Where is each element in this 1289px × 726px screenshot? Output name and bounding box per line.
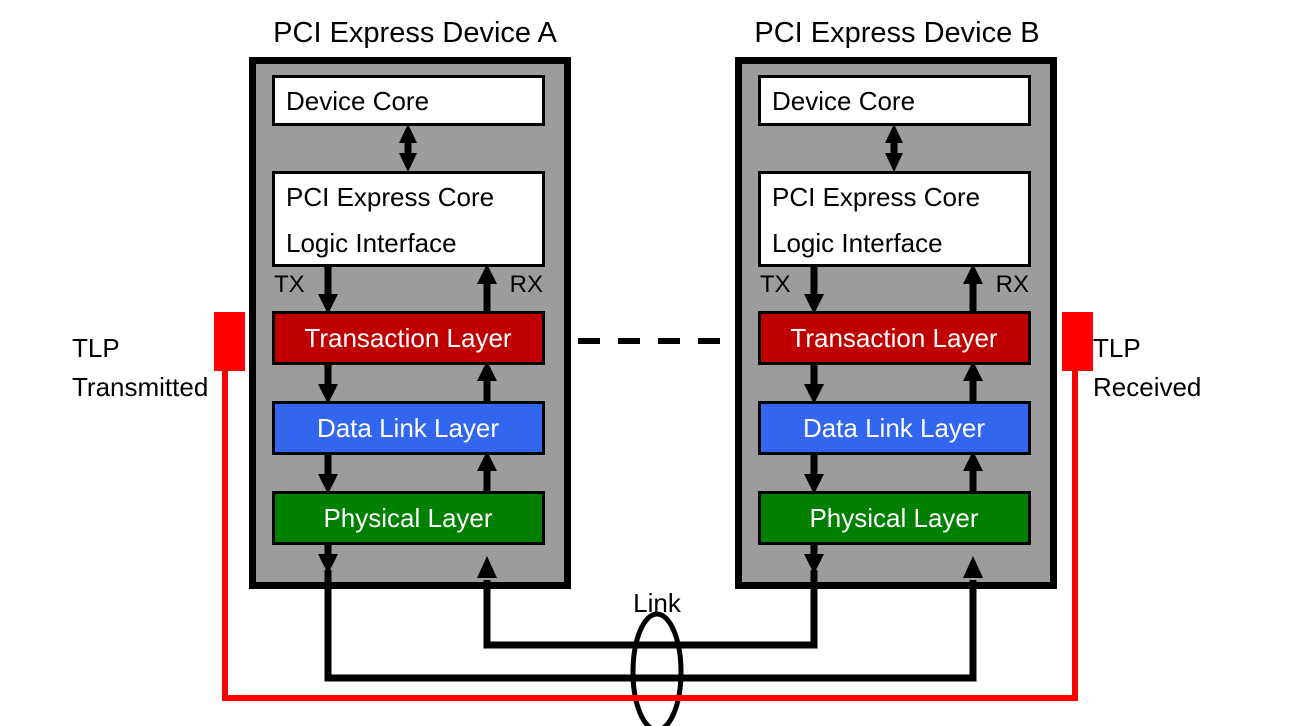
device-b-datalink-layer-box — [758, 401, 1031, 455]
device-a-physical-layer-label: Physical Layer — [323, 503, 492, 533]
device-b-rx-arrow-to-logic — [963, 264, 983, 312]
device-a-core-logic-line2: Logic Interface — [286, 228, 457, 258]
device-a-core-logic-bidir-arrow — [399, 124, 417, 172]
link-path-b-tx-to-a-rx — [477, 543, 824, 649]
tlp-received-line1: TLP — [1093, 333, 1141, 363]
device-b-tx-arrow-datalink-to-physical — [804, 453, 824, 494]
device-a-rx-label: RX — [510, 271, 543, 298]
link-ellipse-marker — [630, 611, 684, 726]
link-path-a-tx-to-b-rx — [318, 543, 983, 682]
device-b-rx-arrow-datalink-to-transaction — [963, 361, 983, 402]
device-a-transaction-layer-label: Transaction Layer — [304, 323, 511, 353]
device-a-datalink-layer-box — [272, 401, 545, 455]
device-b-core-logic-box — [758, 171, 1031, 267]
device-a-rx-arrow-physical-to-datalink — [477, 451, 497, 492]
tlp-received-marker-bar — [1062, 312, 1093, 371]
device-a-tx-arrow-to-transaction — [318, 266, 338, 314]
device-b-transaction-layer-label: Transaction Layer — [790, 323, 997, 353]
tlp-transmitted-line2: Transmitted — [72, 372, 208, 402]
device-a-core-logic-line1: PCI Express Core — [286, 182, 494, 212]
device-b-core-logic-bidir-arrow — [885, 124, 903, 172]
device-a-rx-arrow-to-logic — [477, 264, 497, 312]
tlp-transmitted-line1: TLP — [72, 333, 120, 363]
device-b-device-core-label: Device Core — [772, 86, 915, 116]
device-b-core-logic-line2: Logic Interface — [772, 228, 943, 258]
device-b-rx-arrow-physical-to-datalink — [963, 451, 983, 492]
device-b-title: PCI Express Device B — [754, 17, 1039, 49]
device-b-physical-layer-label: Physical Layer — [809, 503, 978, 533]
link-label: Link — [633, 588, 682, 618]
tlp-transmitted-marker-bar — [214, 312, 245, 371]
tlp-received-line2: Received — [1093, 372, 1201, 402]
device-b-datalink-layer-label: Data Link Layer — [803, 413, 985, 443]
device-a-transaction-layer-box — [272, 311, 545, 365]
device-a-datalink-layer-label: Data Link Layer — [317, 413, 499, 443]
device-b-tx-label: TX — [760, 271, 791, 298]
device-a-physical-layer-box — [272, 491, 545, 545]
device-a-tx-arrow-datalink-to-physical — [318, 453, 338, 494]
tlp-red-path — [222, 370, 1078, 701]
device-a-tx-arrow-transaction-to-datalink — [318, 363, 338, 404]
device-b-rx-label: RX — [996, 271, 1029, 298]
device-b-physical-layer-box — [758, 491, 1031, 545]
device-b-transaction-layer-box — [758, 311, 1031, 365]
device-a-title: PCI Express Device A — [273, 17, 557, 49]
device-a-rx-arrow-datalink-to-transaction — [477, 361, 497, 402]
device-a-core-logic-box — [272, 171, 545, 267]
device-a-device-core-box — [272, 75, 545, 126]
device-b-tx-arrow-transaction-to-datalink — [804, 363, 824, 404]
device-a-device-core-label: Device Core — [286, 86, 429, 116]
device-b-tx-arrow-to-transaction — [804, 266, 824, 314]
device-b-device-core-box — [758, 75, 1031, 126]
device-b-core-logic-line1: PCI Express Core — [772, 182, 980, 212]
device-a-tx-label: TX — [274, 271, 305, 298]
